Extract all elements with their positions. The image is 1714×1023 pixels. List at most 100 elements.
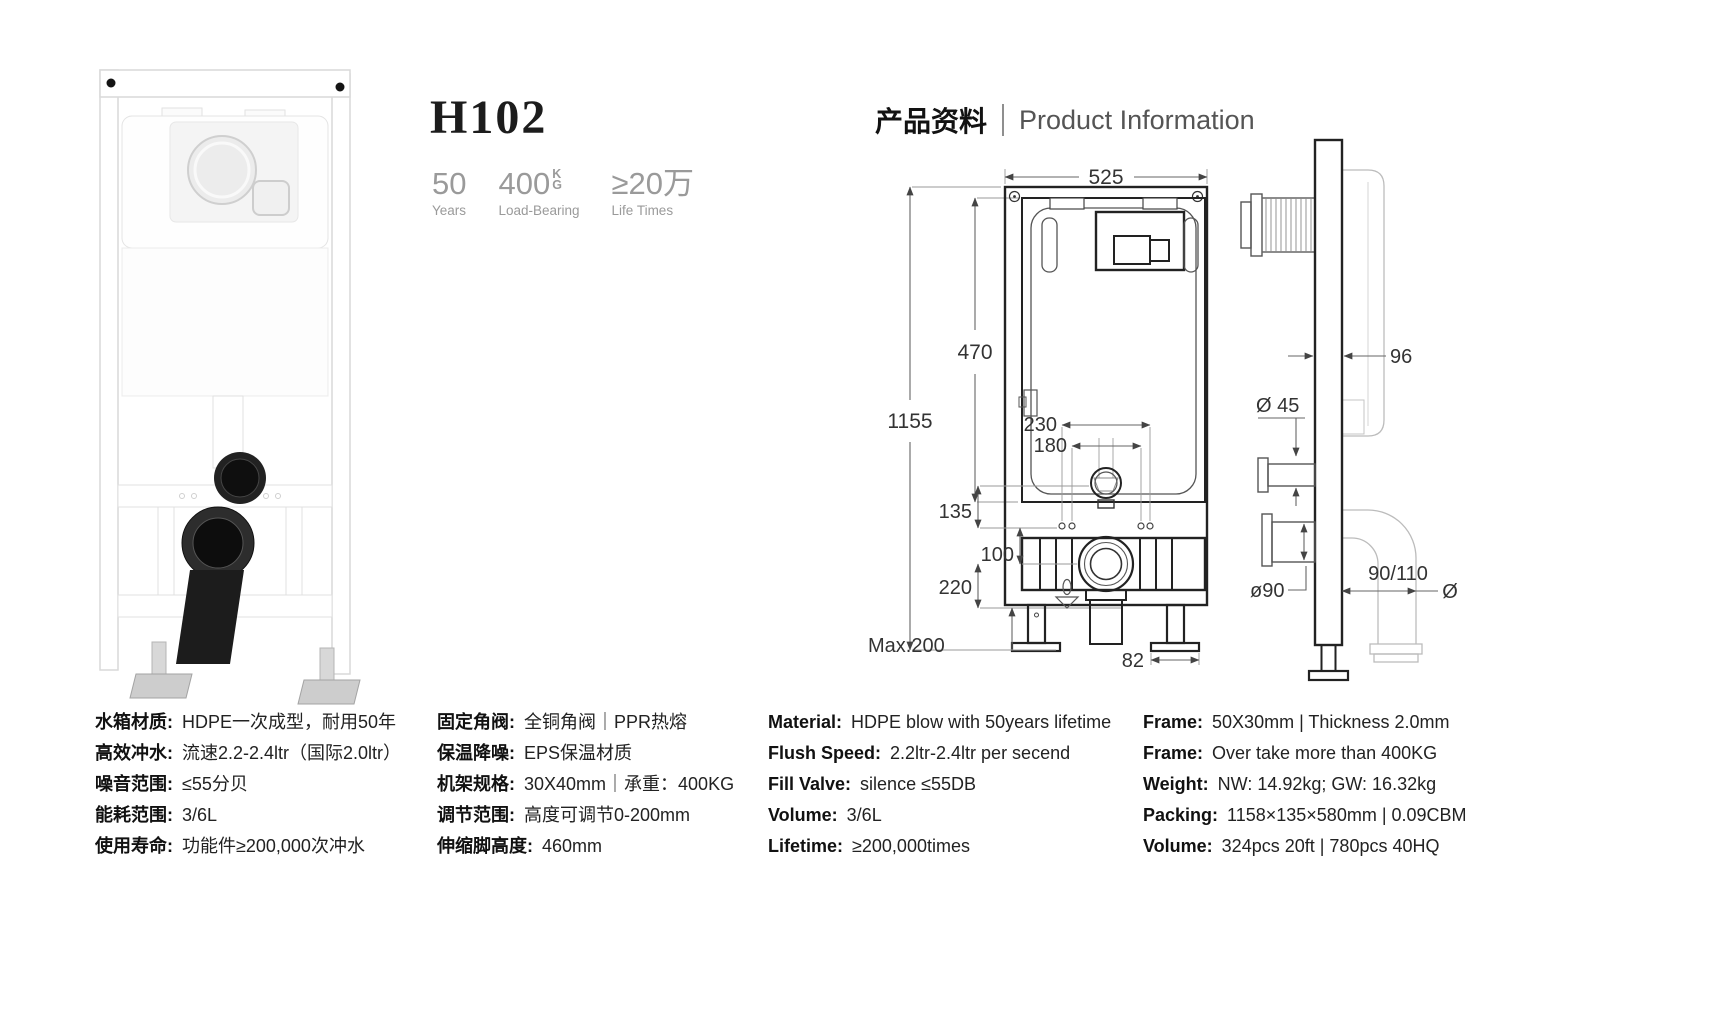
dim-outlet: ø90	[1250, 580, 1284, 602]
spec-value: Over take more than 400KG	[1212, 743, 1438, 763]
spec-value: 全铜角阀｜PPR热熔	[524, 712, 688, 732]
spec-row: 机架规格: 30X40mm｜承重：400KG	[437, 774, 734, 796]
foot-stem-right	[319, 647, 335, 681]
spec-label: Frame:	[1143, 712, 1204, 732]
side-view: 96 Ø 45 ø90 90/110 Ø	[1240, 138, 1458, 682]
dim-span-inner: 180	[1034, 435, 1067, 457]
specs-chinese-2: 固定角阀: 全铜角阀｜PPR热熔 保温降噪: EPS保温材质 机架规格: 30X40m…	[437, 712, 734, 867]
spec-label: Weight:	[1143, 774, 1209, 794]
flush-button-square	[252, 180, 290, 216]
specs-english-2: Frame:50X30mm | Thickness 2.0mm Frame:Ov…	[1143, 712, 1467, 867]
badge-years-value: 50	[432, 166, 467, 201]
badge-life-times: ≥20万 Life Times	[612, 168, 695, 218]
spec-value: 324pcs 20ft | 780pcs 40HQ	[1221, 836, 1440, 856]
dim-width: 525	[1088, 166, 1123, 189]
spec-label: 水箱材质:	[95, 712, 173, 732]
badge-load-bearing: 400 KG Load-Bearing	[498, 168, 579, 218]
foot-stem-left	[151, 641, 167, 675]
spec-value: 30X40mm｜承重：400KG	[524, 774, 735, 794]
strut-left	[157, 506, 175, 596]
spec-row: Volume: 3/6L	[768, 805, 1111, 827]
model-title: H102	[430, 91, 548, 144]
spec-label: 机架规格:	[437, 774, 515, 794]
spec-value: 高度可调节0-200mm	[524, 805, 691, 825]
spec-row: 高效冲水: 流速2.2-2.4ltr（国际2.0ltr）	[95, 743, 401, 765]
spec-label: 固定角阀:	[437, 712, 515, 732]
foot-right	[1149, 641, 1201, 653]
badge-life-label: Life Times	[611, 203, 674, 218]
inlet-stub	[1267, 463, 1316, 487]
spec-value: 3/6L	[182, 805, 218, 825]
spec-row: Weight:NW: 14.92kg; GW: 16.32kg	[1143, 774, 1467, 796]
cistern-outline	[1030, 207, 1197, 495]
dim-elbow: 90/110	[1368, 563, 1428, 585]
spec-row: Material:HDPE blow with 50years lifetime	[768, 712, 1111, 734]
spec-label: Flush Speed:	[768, 743, 882, 763]
side-rail	[1313, 138, 1344, 647]
flush-button-small	[1149, 239, 1170, 262]
spec-label: 高效冲水:	[95, 743, 173, 763]
spec-row: Volume: 324pcs 20ft | 780pcs 40HQ	[1143, 836, 1467, 858]
foot-plate-right	[297, 679, 361, 705]
spec-label: Fill Valve:	[768, 774, 852, 794]
side-foot	[1307, 669, 1350, 682]
spec-value: 3/6L	[846, 805, 882, 825]
spec-value: ≥200,000times	[852, 836, 970, 856]
spec-label: Volume:	[768, 805, 838, 825]
dim-100: 100	[981, 544, 1014, 566]
strut-right	[285, 506, 303, 596]
spec-label: 伸缩脚高度:	[437, 836, 533, 856]
frame-rail-top	[99, 69, 351, 98]
leg-right	[1165, 603, 1186, 645]
spec-row: 水箱材质: HDPE一次成型，耐用50年	[95, 712, 401, 734]
spec-label: 能耗范围:	[95, 805, 173, 825]
side-leg	[1320, 644, 1337, 672]
screw-top-left	[106, 78, 116, 88]
spec-row: Lifetime:≥200,000times	[768, 836, 1111, 858]
specs-chinese-1: 水箱材质: HDPE一次成型，耐用50年 高效冲水: 流速2.2-2.4ltr（国际…	[95, 712, 401, 867]
angle-valve-bracket	[1023, 389, 1038, 417]
spec-label: Packing:	[1143, 805, 1219, 825]
spec-label: 使用寿命:	[95, 836, 173, 856]
dim-foot-width: 82	[1122, 650, 1144, 672]
spec-row: 能耗范围: 3/6L	[95, 805, 401, 827]
product-photo	[99, 69, 361, 705]
spec-row: 调节范围: 高度可调节0-200mm	[437, 805, 734, 827]
foot-plate-left	[129, 673, 193, 699]
flush-plate-front	[1094, 210, 1186, 272]
spec-label: 保温降噪:	[437, 743, 515, 763]
spec-label: 调节范围:	[437, 805, 515, 825]
frame-outline	[1003, 185, 1209, 607]
spec-row: Frame:50X30mm | Thickness 2.0mm	[1143, 712, 1467, 734]
dim-depth: 96	[1390, 346, 1412, 368]
spec-row: Packing:1158×135×580mm | 0.09CBM	[1143, 805, 1467, 827]
dim-220: 220	[939, 577, 972, 599]
spec-label: Volume:	[1143, 836, 1213, 856]
spec-row: 固定角阀: 全铜角阀｜PPR热熔	[437, 712, 734, 734]
spec-value: HDPE blow with 50years lifetime	[851, 712, 1112, 732]
tank-panel	[121, 247, 329, 397]
spec-row: Frame:Over take more than 400KG	[1143, 743, 1467, 765]
specs-english-1: Material:HDPE blow with 50years lifetime…	[768, 712, 1111, 867]
badge-years: 50 Years	[432, 168, 466, 218]
spec-value: HDPE一次成型，耐用50年	[182, 712, 397, 732]
badge-life-value: ≥20万	[611, 166, 695, 201]
header-divider	[1002, 104, 1005, 136]
frame-rail-left	[99, 69, 119, 671]
feature-badges: 50 Years 400 KG Load-Bearing ≥20万 Life T…	[432, 168, 694, 218]
spec-value: ≤55分贝	[182, 774, 248, 794]
flush-button-round	[187, 135, 257, 205]
spec-row: 保温降噪: EPS保温材质	[437, 743, 734, 765]
dim-cistern-height: 470	[957, 341, 992, 364]
thread-hatching	[1265, 198, 1312, 252]
spec-value: 2.2ltr-2.4ltr per secend	[890, 743, 1071, 763]
dim-max-adjust: Max.200	[868, 635, 945, 657]
frame-rail-right	[331, 73, 351, 675]
spec-value: silence ≤55DB	[860, 774, 976, 794]
spec-row: Fill Valve: silence ≤55DB	[768, 774, 1111, 796]
spec-value: EPS保温材质	[524, 743, 633, 763]
leg-left	[1026, 603, 1047, 645]
spec-value: 流速2.2-2.4ltr（国际2.0ltr）	[182, 743, 402, 763]
inlet-circle	[1090, 467, 1122, 499]
waste-pipe-black	[176, 570, 244, 664]
